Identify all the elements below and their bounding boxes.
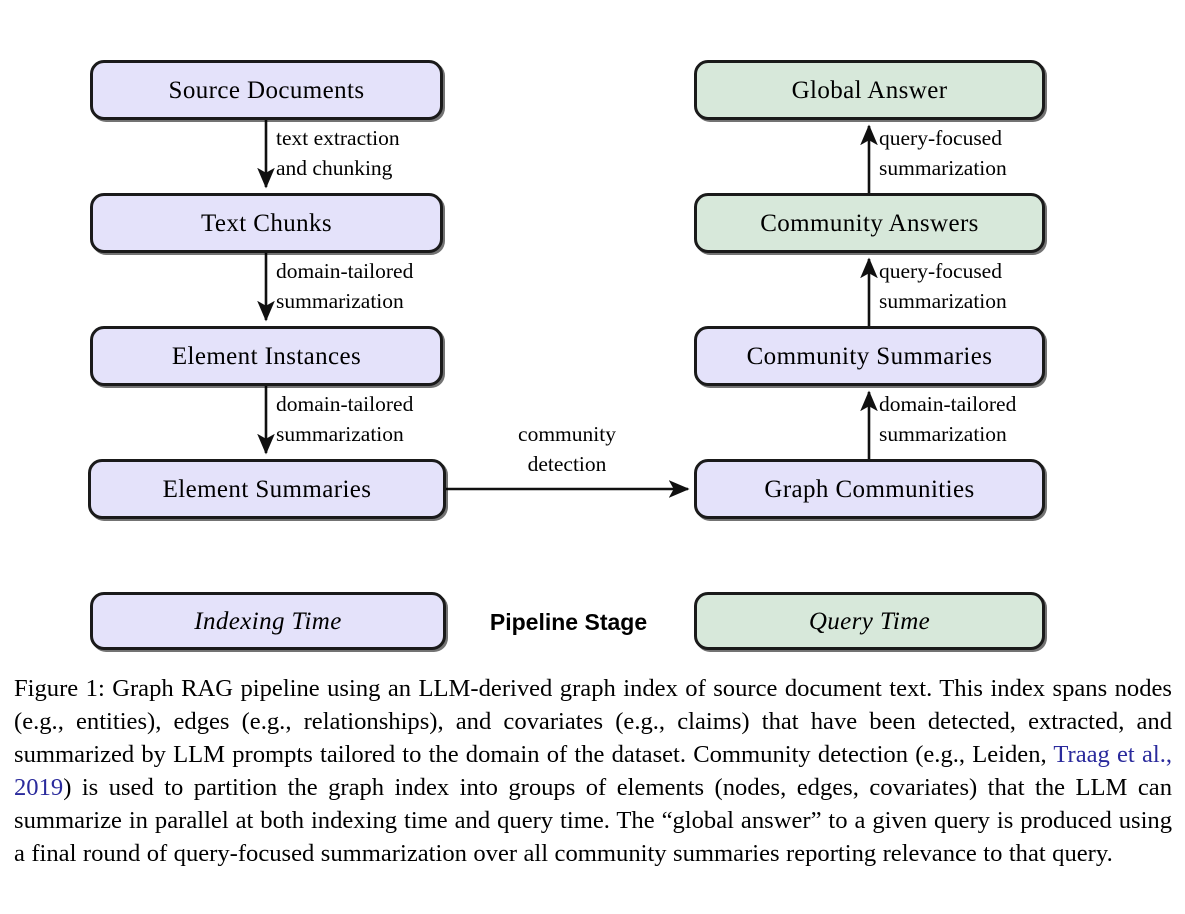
figure-caption: Figure 1: Graph RAG pipeline using an LL…: [14, 672, 1172, 870]
node-text-chunks[interactable]: Text Chunks: [90, 193, 443, 253]
edge-label-community-detection-line1: community: [518, 422, 616, 446]
node-graph-communities[interactable]: Graph Communities: [694, 459, 1045, 519]
node-source-documents[interactable]: Source Documents: [90, 60, 443, 120]
node-element-summaries[interactable]: Element Summaries: [88, 459, 446, 519]
edge-label-summaries-to-answers-line2: summarization: [879, 288, 1007, 313]
edge-label-communities-to-summaries-line1: domain-tailored: [879, 392, 1017, 416]
edge-label-extraction: text extraction and chunking: [276, 124, 400, 183]
edge-label-community-detection: community detection: [488, 420, 646, 479]
graph-rag-pipeline-figure: Source Documents Text Chunks Element Ins…: [88, 60, 1045, 650]
edge-label-community-detection-line2: detection: [527, 451, 607, 476]
edge-label-extraction-line1: text extraction: [276, 126, 400, 150]
edge-label-chunks-to-instances-line2: summarization: [276, 288, 404, 313]
node-community-answers[interactable]: Community Answers: [694, 193, 1045, 253]
node-global-answer[interactable]: Global Answer: [694, 60, 1045, 120]
edge-label-instances-to-summaries-line2: summarization: [276, 421, 404, 446]
node-element-instances[interactable]: Element Instances: [90, 326, 443, 386]
edge-label-chunks-to-instances-line1: domain-tailored: [276, 259, 414, 283]
legend-indexing-time: Indexing Time: [90, 592, 446, 650]
citation-link-traag[interactable]: Traag et al., 2019: [14, 741, 1172, 802]
legend-pipeline-stage: Pipeline Stage: [489, 609, 648, 635]
edge-label-answers-to-global-line1: query-focused: [879, 126, 1002, 150]
edge-label-answers-to-global-line2: summarization: [879, 155, 1007, 180]
caption-part-one: Graph RAG pipeline using an LLM-derived …: [14, 675, 1172, 769]
edge-label-answers-to-global: query-focused summarization: [879, 124, 1007, 183]
legend-query-time: Query Time: [694, 592, 1045, 650]
edge-label-summaries-to-answers-line1: query-focused: [879, 259, 1002, 283]
edge-label-instances-to-summaries: domain-tailored summarization: [276, 390, 413, 449]
edge-label-instances-to-summaries-line1: domain-tailored: [276, 392, 414, 416]
node-community-summaries[interactable]: Community Summaries: [694, 326, 1045, 386]
caption-prefix: Figure 1:: [14, 675, 113, 702]
edge-label-extraction-line2: and chunking: [276, 155, 393, 180]
edge-label-communities-to-summaries: domain-tailored summarization: [879, 390, 1016, 449]
caption-part-two: ) is used to partition the graph index i…: [14, 774, 1172, 868]
edge-label-communities-to-summaries-line2: summarization: [879, 421, 1007, 446]
edge-label-summaries-to-answers: query-focused summarization: [879, 257, 1007, 316]
edge-label-chunks-to-instances: domain-tailored summarization: [276, 257, 413, 316]
